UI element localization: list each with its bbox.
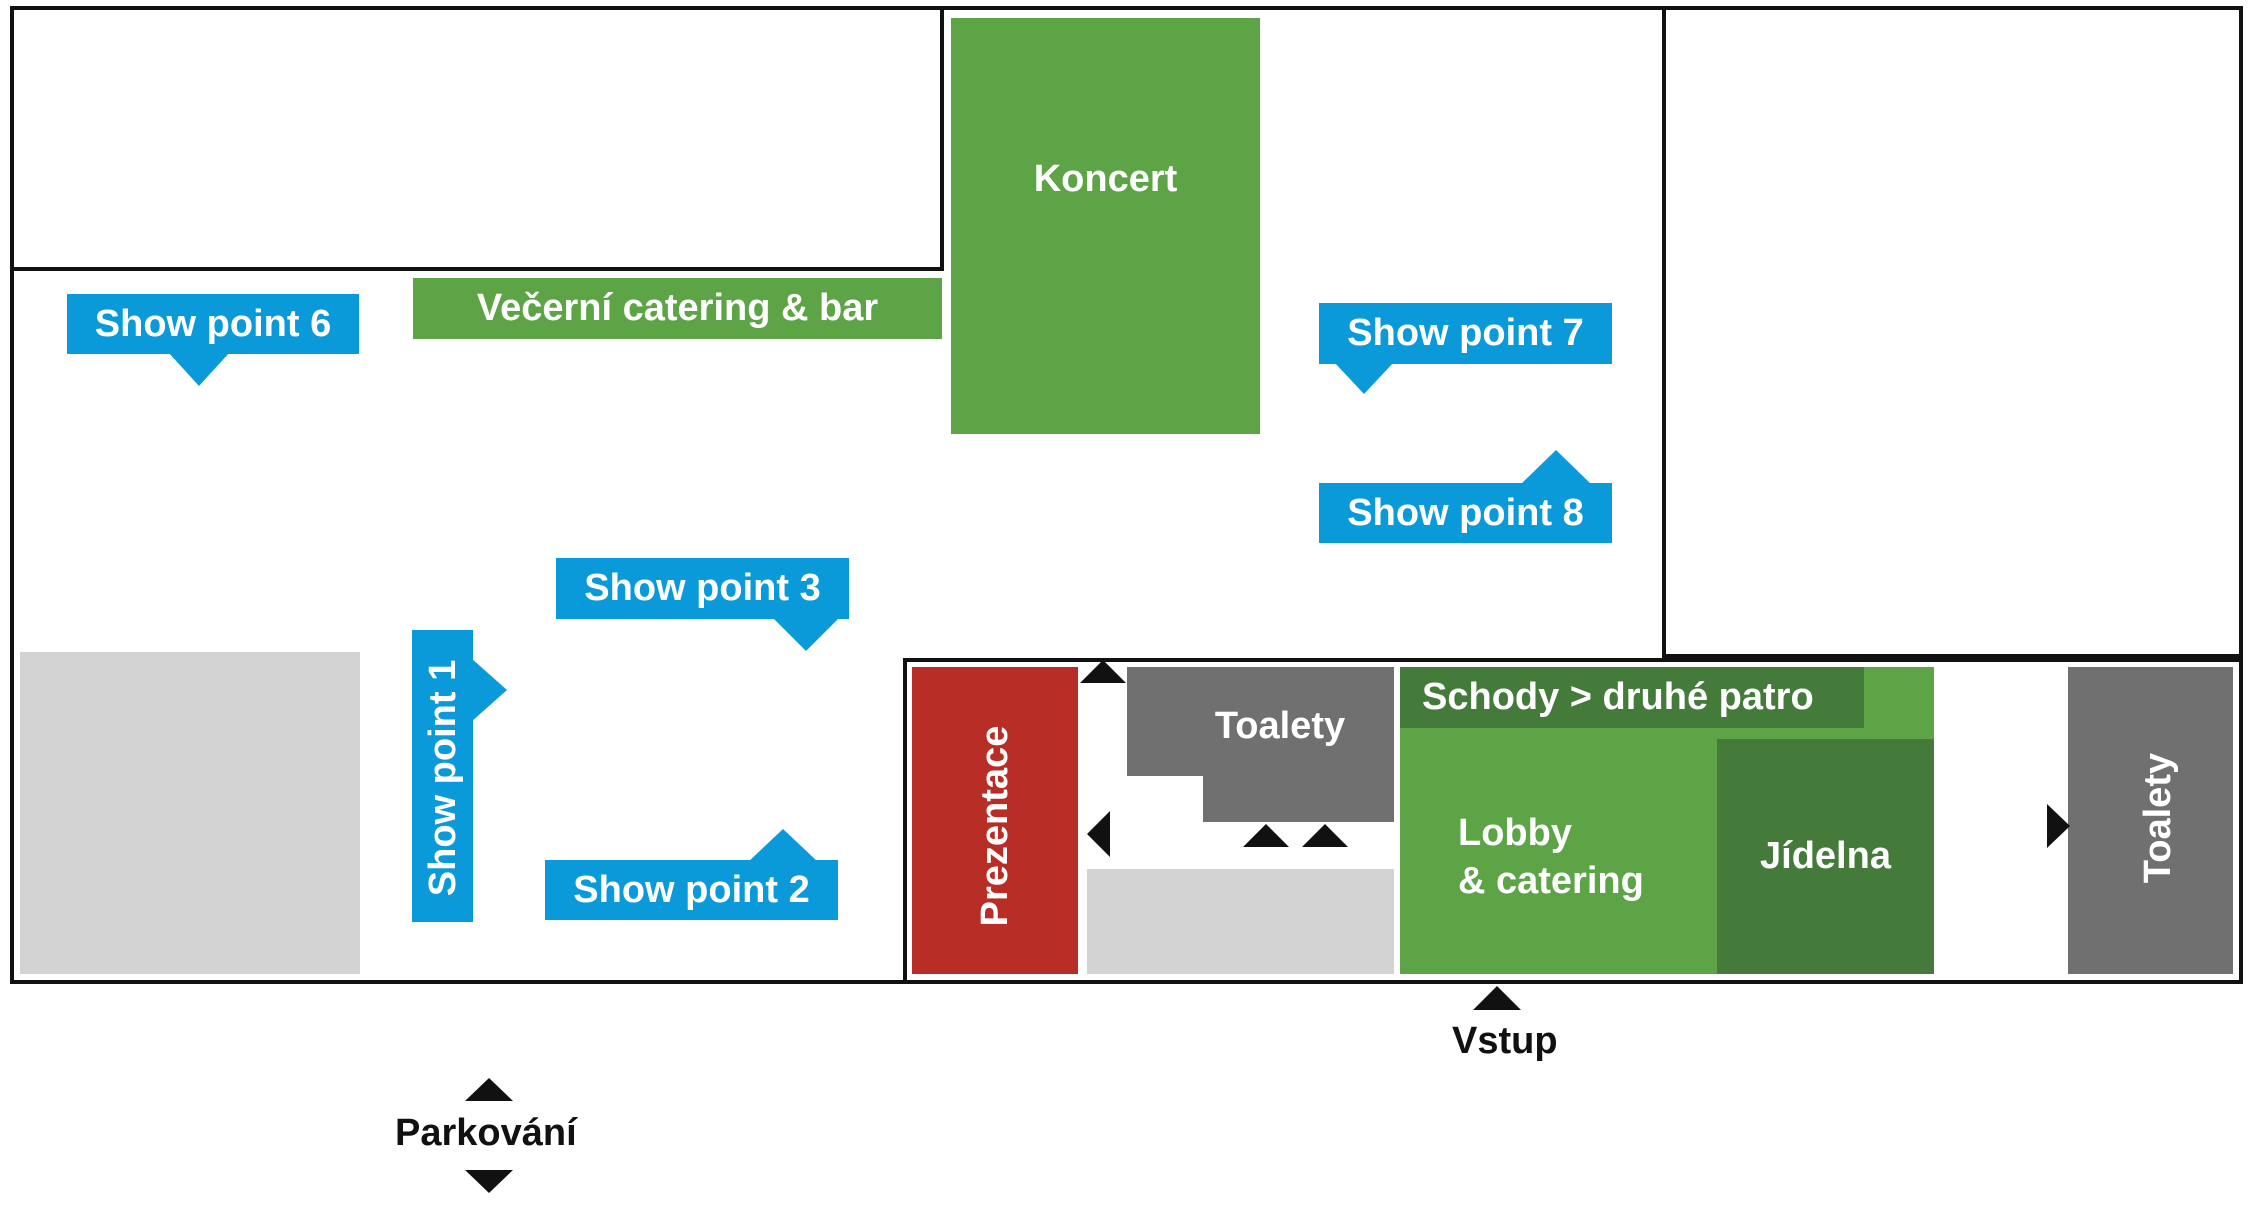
show-point-6[interactable]: Show point 6 (67, 294, 359, 354)
arrow-up-icon (1302, 824, 1348, 847)
show-point-3[interactable]: Show point 3 (556, 558, 849, 619)
room-schody: Schody > druhé patro (1400, 667, 1864, 728)
room-prezentace (912, 667, 1078, 974)
entrance-arrow-icon (1473, 986, 1521, 1010)
room-vecerni-catering-label: Večerní catering & bar (476, 287, 879, 329)
room-toalety-middle-top (1127, 667, 1394, 776)
parking-arrow-down-icon (465, 1170, 513, 1193)
show-point-1[interactable] (412, 630, 473, 922)
show-point-6-pointer (168, 352, 230, 386)
room-toalety-middle-label: Toalety (1214, 704, 1346, 747)
room-jidelna-label: Jídelna (1760, 835, 1891, 877)
show-point-2-label: Show point 2 (573, 868, 810, 911)
show-point-1-pointer (471, 658, 507, 722)
arrow-left-icon (1087, 811, 1110, 857)
show-point-7-pointer (1334, 362, 1394, 394)
room-toalety-middle-bottom (1203, 776, 1394, 822)
room-koncert-label: Koncert (1033, 158, 1178, 200)
arrow-right-icon (2047, 804, 2070, 848)
show-point-2[interactable]: Show point 2 (545, 860, 838, 920)
room-koncert: Koncert (951, 18, 1260, 434)
show-point-7-label: Show point 7 (1347, 312, 1584, 354)
arrow-up-icon (1080, 660, 1126, 683)
arrow-up-icon (1243, 824, 1289, 847)
room-lobby-label-line2: & catering (1458, 860, 1644, 902)
room-vecerni-catering: Večerní catering & bar (413, 278, 942, 339)
lobby-wing-outline (903, 658, 2243, 984)
grey-area-lobby (1087, 869, 1394, 974)
parking-arrow-up-icon (465, 1078, 513, 1101)
show-point-8[interactable]: Show point 8 (1319, 483, 1612, 543)
show-point-8-pointer (1520, 450, 1592, 485)
room-toalety-right (2068, 667, 2233, 974)
grey-area-left (20, 652, 360, 974)
show-point-6-label: Show point 6 (94, 302, 332, 345)
show-point-7[interactable]: Show point 7 (1319, 303, 1612, 364)
show-point-8-label: Show point 8 (1347, 491, 1584, 534)
show-point-2-pointer (748, 829, 818, 862)
room-schody-label: Schody > druhé patro (1422, 676, 1814, 718)
room-lobby-label-line1: Lobby (1458, 812, 1572, 854)
room-jidelna: Jídelna (1717, 739, 1934, 974)
parking-label: Parkování (395, 1112, 577, 1154)
entrance-label: Vstup (1452, 1020, 1558, 1062)
show-point-3-pointer (772, 617, 840, 651)
room-top-right (1662, 6, 2243, 658)
show-point-3-label: Show point 3 (584, 567, 821, 609)
room-top-left (10, 6, 944, 271)
